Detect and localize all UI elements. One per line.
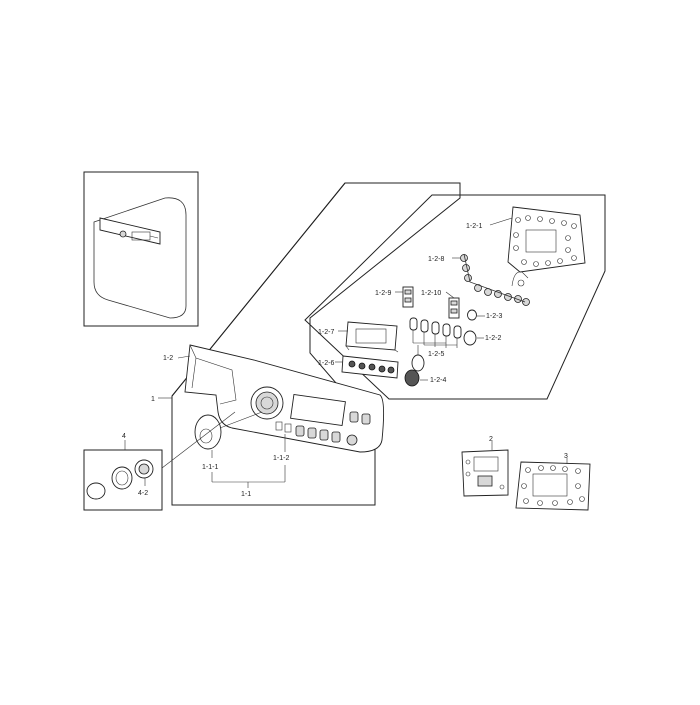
part-1-1-1-cover [194, 414, 222, 450]
part-1-2-5-buttons [409, 317, 462, 348]
label-4-2: 4-2 [138, 490, 148, 497]
label-1-2: 1-2 [163, 355, 173, 362]
label-1-2-1: 1-2-1 [466, 223, 482, 230]
part-1-2-6-key-strip [341, 355, 399, 379]
label-1-1-2: 1-1-2 [273, 455, 289, 462]
part-1-2-1-main-pcb [507, 206, 586, 273]
part-1-2-4-knob [404, 345, 425, 387]
label-1-2-10: 1-2-10 [421, 290, 441, 297]
part-1-2-3 [467, 309, 477, 321]
label-1-2-9: 1-2-9 [375, 290, 391, 297]
label-2: 2 [489, 436, 493, 443]
part-1-2-control-panel-frame [184, 344, 385, 453]
part-1-2-8-led-strip [460, 253, 530, 306]
label-1-2-6: 1-2-6 [318, 360, 334, 367]
part-1-2-7-display [345, 321, 399, 353]
label-1-2-3: 1-2-3 [486, 313, 502, 320]
label-1-2-7: 1-2-7 [318, 329, 334, 336]
washer-overview-inset [83, 171, 199, 327]
part-4-knob-inset [83, 449, 163, 511]
part-1-2-9 [402, 286, 414, 308]
part-2-pcb [461, 449, 509, 497]
label-1-1: 1-1 [241, 491, 251, 498]
part-1-1-2-dial-ring [250, 386, 284, 420]
main-assembly-frame [171, 182, 461, 506]
label-4: 4 [122, 433, 126, 440]
label-1-1-1: 1-1-1 [202, 464, 218, 471]
part-1-2-10 [448, 297, 460, 319]
label-1-2-4: 1-2-4 [430, 377, 446, 384]
pcb-subassembly-frame [304, 194, 606, 400]
part-1-2-2 [463, 330, 477, 346]
label-1-2-5: 1-2-5 [428, 351, 444, 358]
label-1: 1 [151, 396, 155, 403]
part-3-pcb [515, 461, 591, 511]
label-3: 3 [564, 453, 568, 460]
label-1-2-2: 1-2-2 [485, 335, 501, 342]
label-1-2-8: 1-2-8 [428, 256, 444, 263]
